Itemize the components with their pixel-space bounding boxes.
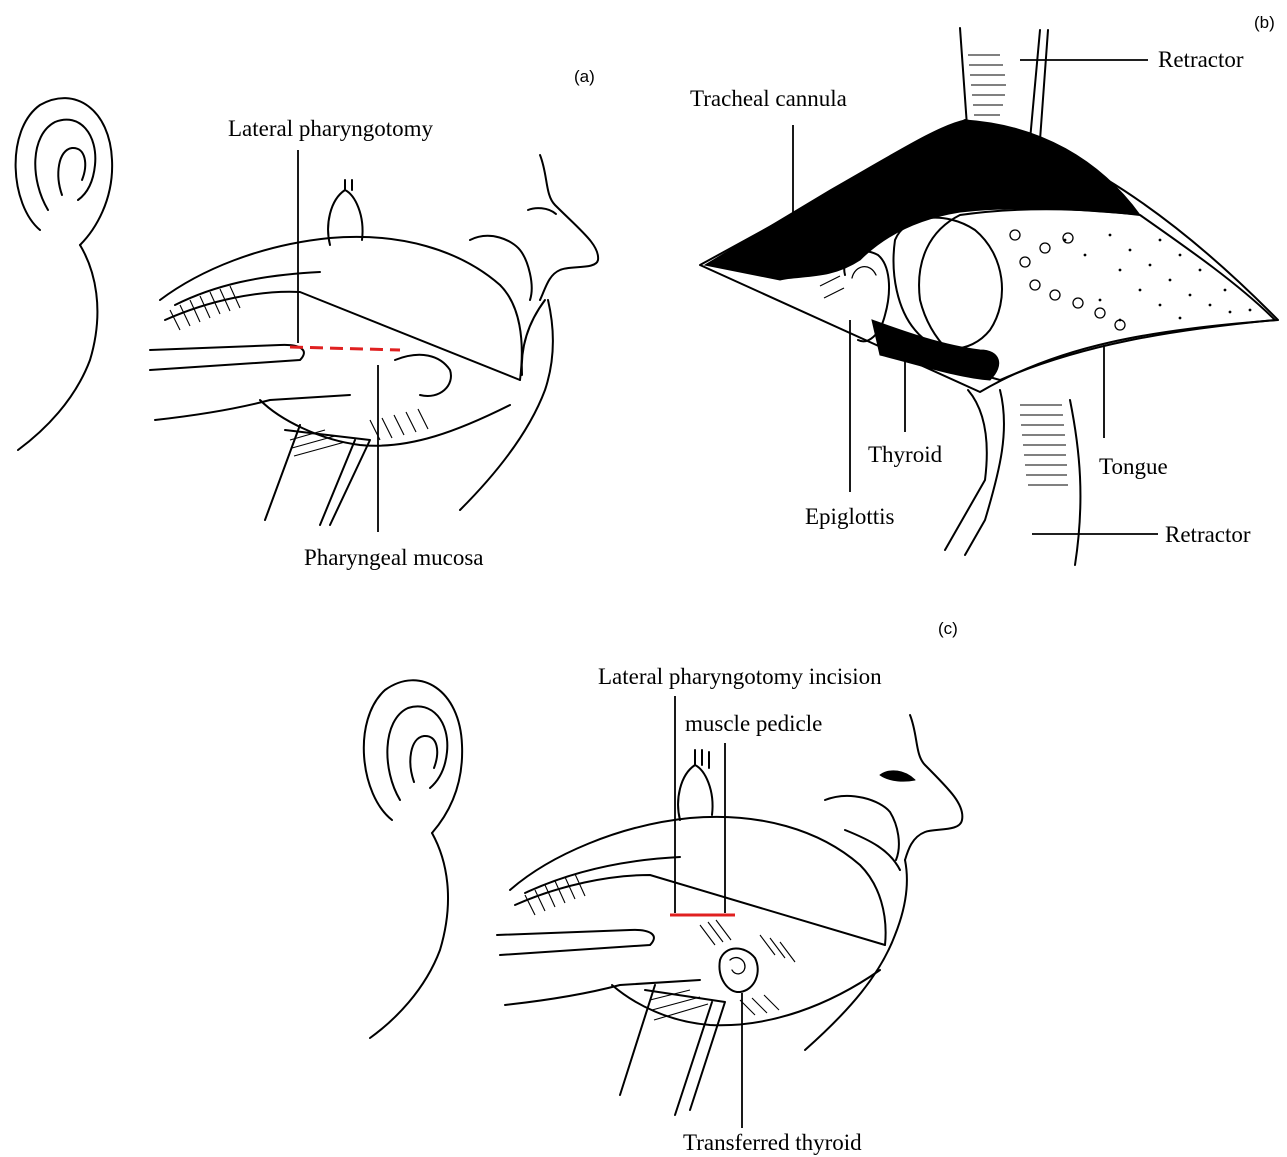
panel-b-dark-cavity — [705, 120, 1140, 280]
panel-a-face — [460, 155, 598, 510]
panel-b-label-retractor-bottom: Retractor — [1165, 522, 1251, 547]
panel-a-ear — [16, 98, 113, 450]
panel-a-incision-line — [290, 347, 400, 350]
panel-a-letter: (a) — [574, 67, 595, 86]
panel-c-label-muscle-pedicle: muscle pedicle — [685, 711, 822, 736]
panel-b-label-retractor-top: Retractor — [1158, 47, 1244, 72]
panel-b-label-epiglottis: Epiglottis — [805, 504, 895, 529]
panel-c-label-transferred-thyroid: Transferred thyroid — [683, 1130, 862, 1155]
panel-a-incision-site — [150, 180, 522, 525]
panel-a: (a) — [16, 67, 599, 570]
panel-b-label-tracheal-cannula: Tracheal cannula — [690, 86, 847, 111]
panel-b-tongue-stipple — [1064, 234, 1252, 322]
panel-a-hatching — [170, 286, 428, 440]
panel-c: (c) — [364, 619, 963, 1155]
panel-b-bottom-retractor-hatching — [1020, 405, 1068, 485]
panel-b-tongue-papillae — [1010, 230, 1125, 330]
panel-b-bottom-retractor — [945, 390, 1080, 565]
panel-c-hatching — [525, 874, 795, 1015]
panel-c-incision-site — [497, 750, 886, 1115]
panel-b-label-tongue: Tongue — [1099, 454, 1168, 479]
panel-a-label-pharyngeal-mucosa: Pharyngeal mucosa — [304, 545, 483, 570]
panel-b: (b) — [690, 13, 1278, 565]
panel-c-ear — [364, 680, 462, 1038]
panel-a-label-lateral-pharyngotomy: Lateral pharyngotomy — [228, 116, 434, 141]
panel-b-top-retractor-hatching — [968, 55, 1006, 115]
panel-c-letter: (c) — [938, 619, 958, 638]
panel-b-label-thyroid: Thyroid — [868, 442, 943, 467]
panel-b-letter: (b) — [1254, 13, 1275, 32]
panel-c-label-lateral-pharyngotomy-incision: Lateral pharyngotomy incision — [598, 664, 882, 689]
panel-c-transferred-thyroid-shape — [720, 948, 758, 992]
panel-b-thyroid-mass — [894, 218, 1002, 349]
